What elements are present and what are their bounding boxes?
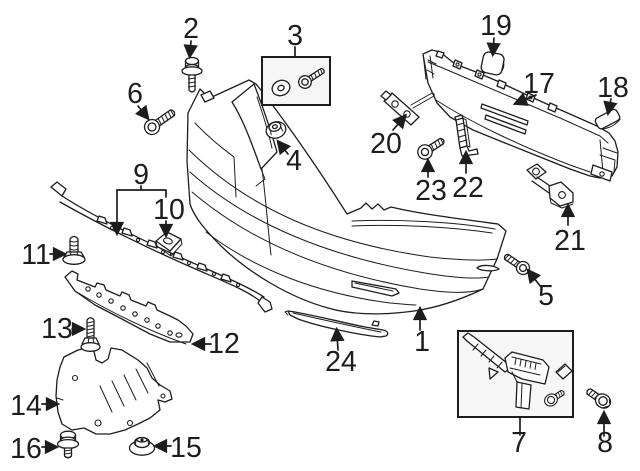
grommet (271, 79, 291, 97)
callout-20-arrow (392, 113, 407, 131)
callout-4-arrow (276, 139, 291, 156)
part-1-bumper-cover-drawing (186, 79, 507, 315)
callout-22-label[interactable]: 22 (452, 172, 484, 204)
part-9-rail-drawing (50, 181, 273, 313)
callout-14-label[interactable]: 14 (10, 390, 42, 422)
part-24-reflector-drawing (284, 310, 389, 338)
callout-leaders (41, 37, 618, 455)
part-12-energy-absorber-drawing (64, 270, 194, 345)
part-16-bolt-drawing (56, 430, 80, 459)
callout-1-label[interactable]: 1 (414, 326, 430, 358)
part-14-splash-shield-drawing (55, 346, 173, 435)
part-4-nut-drawing (265, 121, 287, 139)
callout-19-arrow (486, 37, 501, 58)
part-7-bracket-kit-box (457, 330, 574, 418)
callout-5-label[interactable]: 5 (538, 280, 554, 312)
callout-8-label[interactable]: 8 (597, 427, 613, 459)
callout-24-label[interactable]: 24 (325, 346, 357, 378)
part-20-bracket-drawing (380, 90, 435, 126)
callout-12-label[interactable]: 12 (208, 328, 240, 360)
callout-2-arrow (183, 40, 198, 60)
callout-20-label[interactable]: 20 (370, 128, 402, 160)
callout-11-label[interactable]: 11 (21, 239, 51, 271)
callout-17-label[interactable]: 17 (523, 68, 555, 100)
part-8-bolt-drawing (586, 388, 612, 409)
kit-screw (298, 67, 325, 89)
callout-15-label[interactable]: 15 (170, 432, 202, 464)
part-6-screw-drawing (143, 109, 176, 136)
kit-bolt (544, 389, 565, 407)
part-13-bolt-drawing (80, 317, 101, 352)
part-19-cover-drawing (480, 51, 505, 76)
callout-17-arrow (512, 92, 537, 106)
callout-9-label[interactable]: 9 (133, 159, 149, 191)
part-15-nut-drawing (128, 436, 156, 456)
callout-9-bracket (116, 185, 167, 198)
callout-6-label[interactable]: 6 (127, 78, 143, 110)
callout-10-label[interactable]: 10 (153, 194, 185, 226)
part-5-screw-drawing (503, 253, 531, 276)
callout-3-label[interactable]: 3 (287, 20, 303, 52)
part-3-hardware-kit-box (261, 56, 331, 106)
kit-square-pad (555, 363, 573, 380)
callout-18-arrow (603, 98, 618, 117)
callout-4-label[interactable]: 4 (286, 145, 302, 177)
callout-6-arrow (135, 104, 150, 121)
callout-24-arrow (330, 326, 345, 351)
callout-2-label[interactable]: 2 (183, 13, 199, 45)
callout-18-label[interactable]: 18 (597, 72, 629, 104)
part-2-bolt-drawing (181, 56, 203, 93)
callout-labels: 1 2 3 4 5 6 7 8 9 10 11 12 13 14 15 16 1… (10, 10, 629, 465)
callout-5-arrow (526, 268, 542, 288)
kit-side-bracket (462, 332, 550, 410)
part-11-bolt-drawing (62, 235, 86, 265)
callout-21-label[interactable]: 21 (554, 225, 586, 257)
callout-19-label[interactable]: 19 (480, 10, 512, 42)
part-17-impact-bar-drawing (422, 49, 619, 182)
callout-23-label[interactable]: 23 (415, 175, 447, 207)
part-23-screw-drawing (417, 137, 445, 160)
callout-13-label[interactable]: 13 (41, 313, 73, 345)
callout-16-label[interactable]: 16 (10, 433, 42, 465)
part-21-bracket-drawing (526, 163, 574, 209)
callout-7-label[interactable]: 7 (511, 427, 527, 459)
